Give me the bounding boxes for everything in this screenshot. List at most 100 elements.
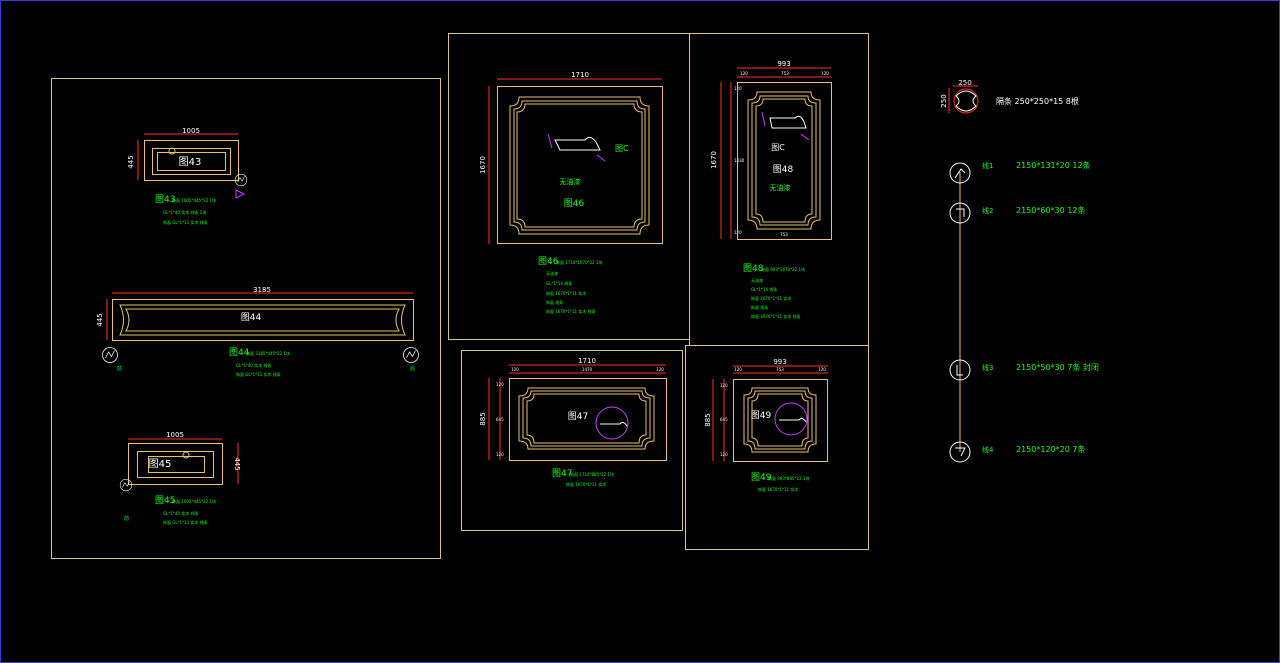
panel-48-bottom-dim: 753 <box>780 232 788 237</box>
panel-48-detail-callout: 图C <box>771 143 785 152</box>
legend-item-4-mark: 线4 <box>982 445 994 454</box>
panel-43-note-2: GL*1*40 实木 线条 1块 <box>163 209 206 215</box>
legend-item-3: 线3 2150*50*30 7条 封闭 <box>949 359 1099 381</box>
panel-46-note-5: 饰面 线条 <box>546 299 563 305</box>
panel-46-height-dim: 1670 <box>479 156 487 174</box>
panel-45-note-1: 饰面 1005*445*22 1块 <box>172 498 216 504</box>
sheet-frames <box>51 33 869 559</box>
panel-47-sub-b: 1470 <box>582 367 593 372</box>
panel-45-drawing: 1005 445 图45 <box>119 431 241 492</box>
panel-49-label: 图49 <box>751 410 772 421</box>
panel-47-label: 图47 <box>568 411 588 422</box>
panel-43-width-dim: 1005 <box>182 127 200 135</box>
panel-48-sub-c: 120 <box>821 71 829 76</box>
panel-48-drawing: 993 120 753 120 1670 120 1430 120 图C 图48… <box>710 60 832 240</box>
panel-44-section-icon-a <box>102 347 118 363</box>
panel-49-height-dim: 885 <box>704 413 712 426</box>
panel-45-width-dim: 1005 <box>166 431 184 439</box>
panel-47-drawing: 1710 120 1470 120 885 120 645 120 图47 <box>479 357 667 461</box>
panel-48-title: 图48 <box>743 263 764 274</box>
legend-item-3-spec: 2150*50*30 7条 封闭 <box>1016 362 1099 372</box>
panel-46-title: 图46 <box>538 256 559 267</box>
panel-44-callout-b: 后 <box>410 365 415 372</box>
legend-section-height: 250 <box>940 94 948 107</box>
sheet-frame-47 <box>461 350 683 531</box>
legend-item-4: 线4 2150*120*20 7条 <box>949 441 1085 463</box>
legend-section-label: 隔条 250*250*15 8根 <box>996 96 1079 106</box>
panel-44-title: 图44 <box>229 347 250 358</box>
panel-49-side-b: 645 <box>720 417 728 422</box>
panel-47-height-dim: 885 <box>479 412 487 425</box>
panel-44-width-dim: 3185 <box>253 286 271 294</box>
panel-45-label: 图45 <box>149 458 172 470</box>
panel-43-label: 图43 <box>179 156 202 168</box>
panel-44-section-icon-b <box>403 347 419 363</box>
panel-48-note-4: 饰面 1670*1*11 实木 <box>751 295 791 301</box>
panel-48-label: 图48 <box>773 164 794 175</box>
panel-49-sub-b: 753 <box>776 367 784 372</box>
panel-44-drawing: 3185 445 图44 <box>96 286 419 363</box>
panel-47-side-c: 120 <box>496 452 504 457</box>
panel-49-note-1: 饰面 993*885*22 1块 <box>768 475 809 481</box>
panel-49-side-c: 120 <box>720 452 728 457</box>
panel-43-height-dim: 445 <box>127 155 135 168</box>
panel-46-note-2: 无油漆 <box>546 270 558 276</box>
panel-48-side-a: 120 <box>734 86 742 91</box>
panel-48-note-6: 饰面 1670*1*11 实木 线条 <box>751 313 801 319</box>
panel-48-sub-b: 753 <box>781 71 789 76</box>
legend-item-3-mark: 线3 <box>982 363 993 372</box>
panel-48-side-b: 1430 <box>734 158 745 163</box>
sheet-frame-left <box>51 78 441 559</box>
panel-45-height-dim: 445 <box>233 457 241 470</box>
sheet-frame-49 <box>685 345 869 550</box>
panel-49-title: 图49 <box>751 472 772 483</box>
panel-46-width-dim: 1710 <box>571 71 589 79</box>
panel-43-drawing: 1005 445 图43 <box>127 127 248 199</box>
panel-46-note-3: GL*1*14 线条 <box>546 280 572 286</box>
panel-44-label: 图44 <box>241 312 262 323</box>
panel-46-note-4: 饰面 1670*1*11 实木 <box>546 290 586 296</box>
panel-48-note-5: 饰面 线条 <box>751 304 768 310</box>
legend-item-1-spec: 2150*131*20 12条 <box>1016 160 1091 170</box>
panel-44-note-2: GL*1*40 实木 线条 <box>236 362 272 368</box>
legend-item-2: 线2 2150*60*30 12条 <box>949 202 1085 224</box>
panel-44-callout-a: 前 <box>117 365 122 372</box>
panel-47-title: 图47 <box>552 468 572 479</box>
panel-47-side-a: 120 <box>496 382 504 387</box>
panel-49-width-dim: 993 <box>773 358 786 366</box>
panel-47-width-dim: 1710 <box>578 357 596 365</box>
panel-45-callout: 前 <box>124 515 129 522</box>
panel-49-drawing: 993 120 753 120 885 120 645 120 图49 <box>704 358 828 462</box>
legend-item-1: 线1 2150*131*20 12条 <box>949 160 1091 184</box>
legend-item-4-spec: 2150*120*20 7条 <box>1016 444 1085 454</box>
panel-48-height-dim: 1670 <box>710 151 718 169</box>
panel-44-note-3: 饰面 GL*1*11 实木 线条 <box>236 371 281 377</box>
panel-43-title: 图43 <box>155 194 175 205</box>
panel-47-note-1: 饰面 1710*885*22 1块 <box>570 471 614 477</box>
panel-46-inner-label: 无油漆 <box>560 177 581 186</box>
legend-section-width: 250 <box>958 79 971 87</box>
panel-49-sub-c: 120 <box>818 367 826 372</box>
panel-47-sub-a: 120 <box>511 367 519 372</box>
panel-49-side-a: 120 <box>720 383 728 388</box>
panel-47-sub-c: 120 <box>656 367 664 372</box>
legend-item-2-mark: 线2 <box>982 206 993 215</box>
panel-47-detail-circle <box>595 406 629 440</box>
panel-48-note-2: 无油漆 <box>751 277 763 283</box>
panel-49-note-2: 饰面 1670*1*11 实木 <box>758 486 798 492</box>
panel-43-note-3: 饰面 GL*1*11 实木 线条 <box>163 219 208 225</box>
legend-section-detail: 250 250 <box>940 79 979 114</box>
panel-49-sub-a: 120 <box>734 367 742 372</box>
panel-45-note-2: GL*1*40 实木 线条 <box>163 510 199 516</box>
panel-44-note-1: 饰面 3185*445*22 1块 <box>246 350 290 356</box>
panel-48-inner-label: 无油漆 <box>770 183 791 192</box>
panel-46-drawing: 1710 1670 无油漆 图46 图C <box>479 71 663 244</box>
legend-item-1-mark: 线1 <box>982 161 993 170</box>
panel-48-note-3: GL*1*14 线条 <box>751 286 777 292</box>
panel-48-note-1: 饰面 993*1670*22 1块 <box>761 266 805 272</box>
panel-49-detail-circle <box>774 402 808 436</box>
panel-48-sub-a: 120 <box>740 71 748 76</box>
legend-item-2-spec: 2150*60*30 12条 <box>1016 205 1085 215</box>
panel-44-height-dim: 445 <box>96 313 104 326</box>
